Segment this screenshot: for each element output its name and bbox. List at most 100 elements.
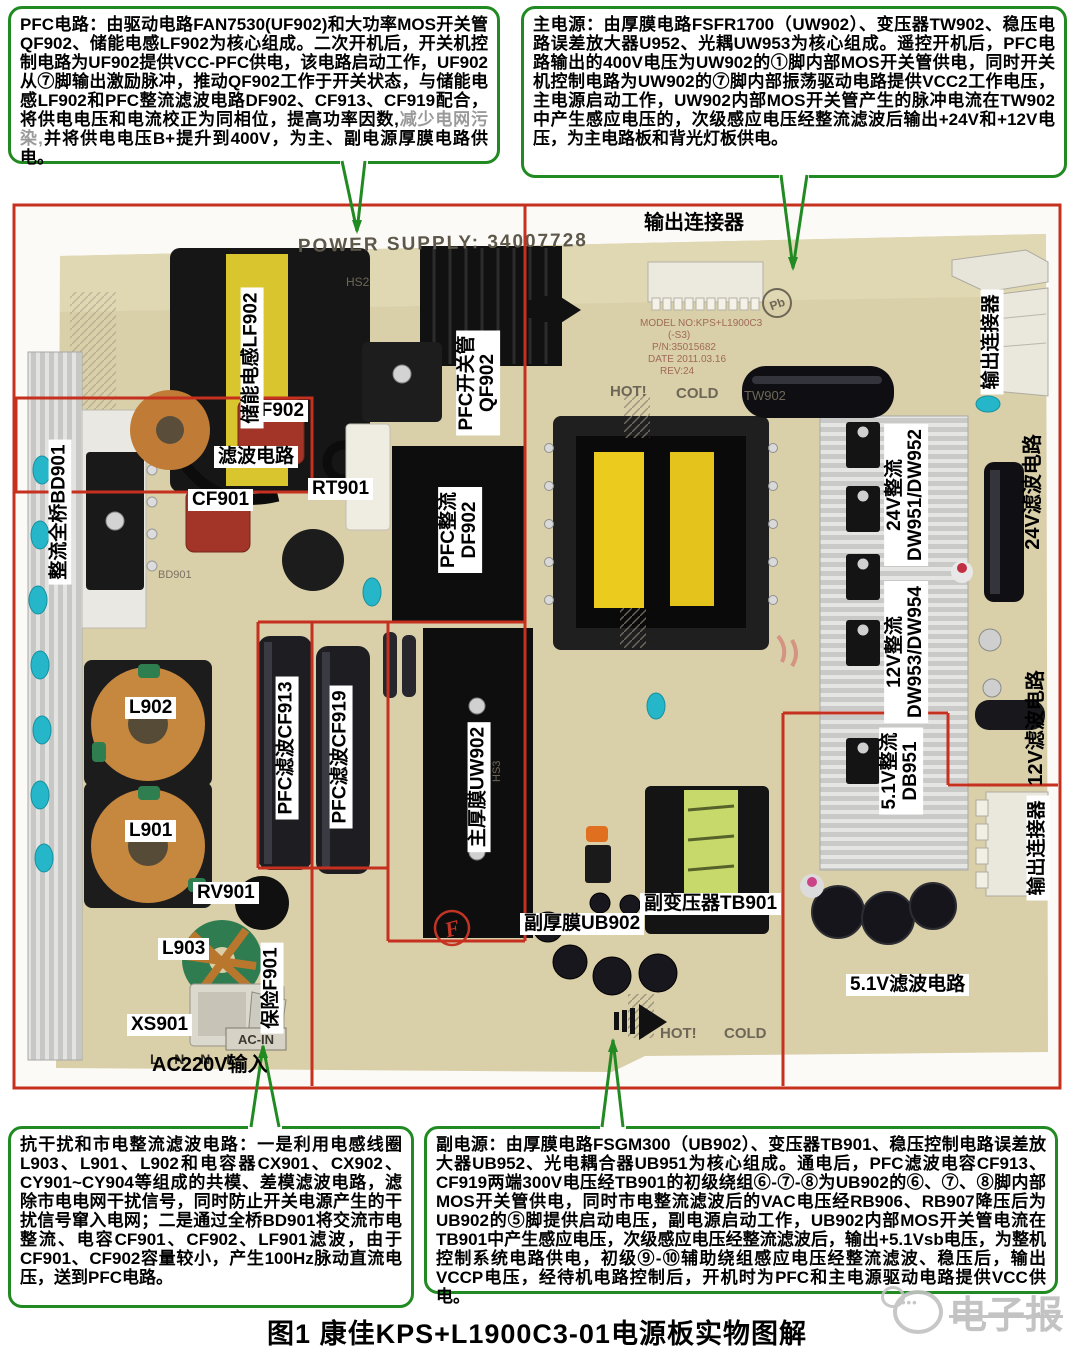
output-rectifiers: [846, 422, 880, 784]
silk-hot-bottom: HOT!: [660, 1025, 697, 1042]
bd901-bridge-body: [86, 452, 144, 590]
orange-part: [586, 826, 608, 842]
label-ac220v-input: AC220V输入: [152, 1054, 268, 1076]
silk-hatch-mid: [620, 608, 646, 648]
label-rv901: RV901: [193, 882, 259, 905]
label-l902: L902: [125, 697, 177, 720]
bd901-screw: [105, 511, 125, 531]
filter-toroid-hole: [156, 416, 184, 444]
label-output-connector-top: 输出连接器: [644, 212, 744, 234]
connector-teeth: [651, 297, 760, 311]
silk-ac-in: AC-IN: [238, 1032, 274, 1047]
label-filter-circuit: 滤波电路: [214, 446, 299, 469]
tw902-pins: [544, 443, 778, 605]
label-df902-line1: PFC整流: [438, 491, 460, 569]
l902-green-band: [138, 664, 160, 678]
board-screw: [982, 678, 1002, 698]
l902-mount: [84, 660, 212, 786]
uw902-screw: [468, 697, 486, 715]
xs901-inner: [198, 992, 246, 1036]
board-top-shade: [60, 234, 1046, 312]
label-l901: L901: [125, 820, 177, 843]
bd901-pin: [146, 528, 158, 540]
small-cap: [402, 635, 416, 697]
qc-stamp-circle: [433, 909, 471, 947]
label-cf901: CF901: [188, 489, 254, 512]
callout-pfc-text-1: PFC电路：由驱动电路FAN7530(UF902)和大功率MOS开关管QF902…: [20, 15, 488, 130]
cement-resistor: [345, 423, 391, 531]
callout-aux-power: 副电源：由厚膜电路FSGM300（UB902）、变压器TB901、稳压控制电路误…: [424, 1126, 1058, 1306]
silk-bd901: BD901: [158, 569, 192, 581]
label-db951-line2: DB951: [900, 741, 921, 801]
l902-toroid: [91, 667, 205, 781]
silk-hatch-topleft: [70, 292, 116, 420]
red-stamp-blotch: [776, 634, 798, 668]
tw902-frame: [576, 436, 746, 628]
silk-model-3: P/N:35015682: [652, 342, 716, 353]
l901-toroid: [91, 789, 205, 903]
label-rt901: RT901: [308, 478, 374, 501]
v24-cap-highlight: [990, 470, 1000, 594]
watermark-text: 电子报: [949, 1295, 1064, 1337]
silk-hot-top: HOT!: [610, 383, 647, 400]
callout-pfc-text-gray: 减少电网污染,: [20, 110, 488, 149]
callout-main-power: 主电源：由厚膜电路FSFR1700（UW902）、变压器TW902、稳压电路误差…: [521, 6, 1067, 178]
label-df902-line2: DF902: [459, 501, 480, 559]
label-f901: 保险F901: [260, 942, 284, 1034]
small-cap-red: [951, 561, 973, 583]
callout-pfc-circuit: PFC电路：由驱动电路FAN7530(UF902)和大功率MOS开关管QF902…: [8, 6, 500, 167]
silk-tw902: TW902: [744, 388, 786, 403]
silk-model-5: REV:24: [660, 366, 695, 377]
l901-green-band: [138, 786, 160, 800]
silk-cold-top: COLD: [676, 385, 719, 402]
f901-fuse: [232, 945, 252, 1005]
silk-model-1: MODEL NO:KPS+L1900C3: [640, 318, 763, 329]
samxon-highlight: [752, 376, 882, 384]
label-bd901: 整流全桥BD901: [48, 439, 72, 585]
label-dw951-line2: DW951/DW952: [905, 429, 926, 561]
samxon-capacitor: [742, 366, 894, 418]
green-pointer-lines: [248, 156, 809, 1132]
label-l903: L903: [158, 938, 210, 961]
label-dw953-line1: 12V整流: [884, 616, 906, 688]
label-cf919: PFC滤波CF919: [329, 685, 353, 829]
label-ub902: 副厚膜UB902: [520, 913, 645, 936]
dianzibao-watermark: 电子报: [881, 1284, 1064, 1339]
label-output-connector-right-top: 输出连接器: [980, 289, 1004, 395]
silk-hatch-bottom: [628, 994, 654, 1038]
label-xs901: XS901: [127, 1014, 193, 1037]
callout-main-text: 主电源：由厚膜电路FSFR1700（UW902）、变压器TW902、稳压电路误差…: [533, 15, 1055, 149]
label-lf902: 储能电感LF902: [240, 287, 264, 429]
output-connector-top-center: [647, 261, 764, 303]
lf902-wire-loop: [322, 440, 366, 484]
label-v51-filter: 5.1V滤波电路: [846, 974, 970, 997]
silk-model-4: DATE 2011.03.16: [648, 354, 726, 365]
silk-hs2: HS2: [346, 275, 370, 289]
v24-filter-capacitor: [984, 462, 1024, 602]
bracket-top-right: [951, 249, 1049, 293]
speech-bubble-icon: [881, 1285, 943, 1334]
connector-teeth: [975, 799, 989, 889]
label-v12-filter: 12V滤波电路: [1025, 670, 1047, 786]
pb-free-text: Pb: [768, 295, 787, 313]
teal-capacitors: [28, 395, 1001, 873]
filter-toroid: [130, 390, 210, 470]
bd901-pin: [146, 464, 158, 476]
cf913-highlight: [264, 642, 272, 864]
v51-filter-capacitors: [800, 874, 957, 945]
tb901-tape: [684, 790, 738, 910]
bd901-pin: [146, 496, 158, 508]
silk-arrow-bottom: [614, 1004, 667, 1040]
l903-hole: [209, 947, 235, 973]
label-v24-filter: 24V滤波电路: [1022, 434, 1044, 550]
label-dw953-line2: DW953/DW954: [905, 586, 926, 718]
small-cap: [383, 632, 397, 698]
silk-hatch-top: [624, 394, 650, 438]
small-cap-red-top: [957, 563, 967, 573]
callout-emi-filter: 抗干扰和市电整流滤波电路：一是利用电感线圈L903、L901、L902和电容器C…: [8, 1126, 414, 1308]
callout-emi-text: 抗干扰和市电整流滤波电路：一是利用电感线圈L903、L901、L902和电容器C…: [20, 1135, 402, 1288]
tw902-winding: [594, 452, 644, 608]
